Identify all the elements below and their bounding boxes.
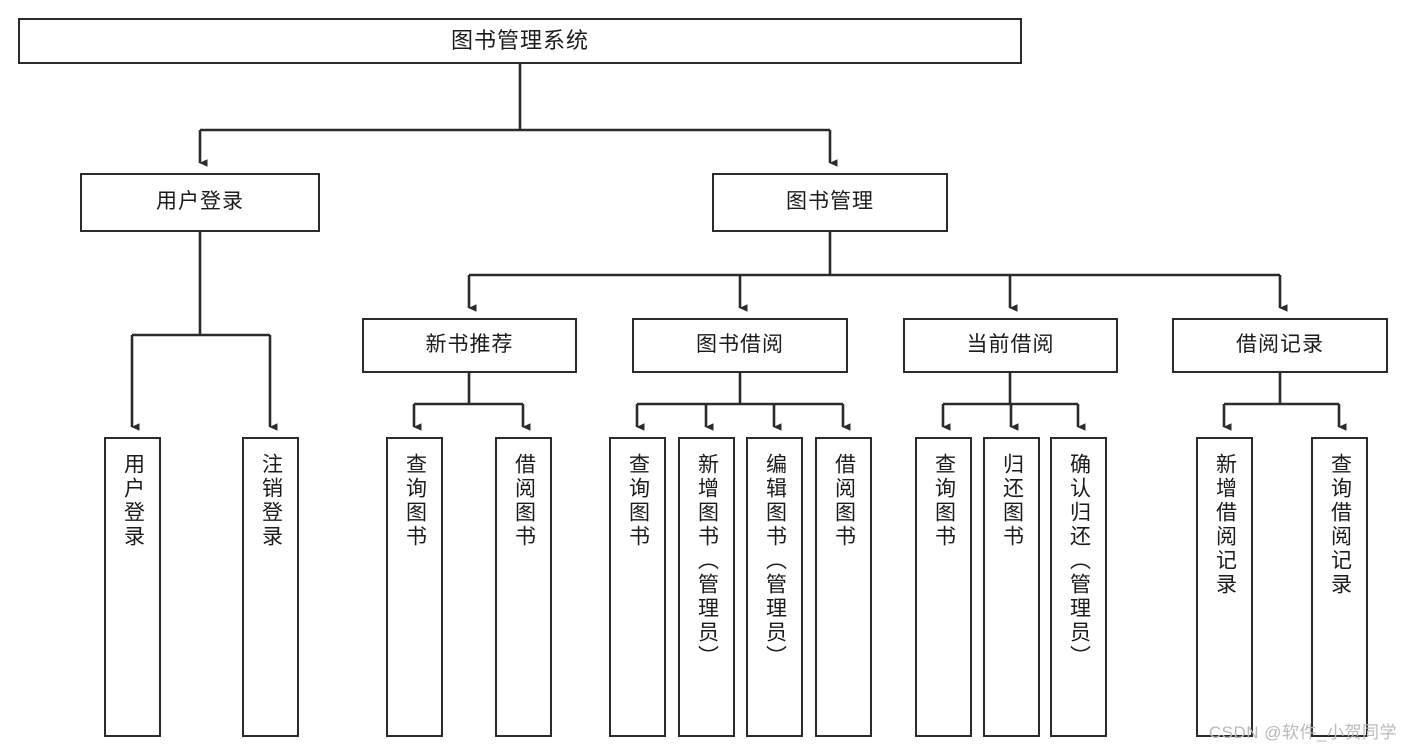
node-label: 借阅图书 <box>832 453 856 549</box>
node-label: 图书借阅 <box>696 333 784 357</box>
node-label: 编辑图书（管理员） <box>763 453 787 669</box>
node-label: 当前借阅 <box>966 333 1055 357</box>
leaf-add-borrow-record[interactable]: 新增借阅记录 <box>1196 437 1253 737</box>
csdn-watermark: CSDN @软件_小贺同学 <box>1208 723 1397 742</box>
node-label: 归还图书 <box>1000 453 1024 549</box>
node-label: 查询图书 <box>626 453 650 549</box>
node-label: 新增图书（管理员） <box>695 453 719 669</box>
leaf-logout-login[interactable]: 注销登录 <box>242 437 299 737</box>
node-current-borrow[interactable]: 当前借阅 <box>903 318 1118 373</box>
node-label: 用户登录 <box>121 453 145 549</box>
node-user-login[interactable]: 用户登录 <box>80 173 320 232</box>
node-new-book-recommend[interactable]: 新书推荐 <box>362 318 577 373</box>
leaf-borrow-book[interactable]: 借阅图书 <box>815 437 872 737</box>
node-label: 新书推荐 <box>425 333 514 357</box>
node-label: 用户登录 <box>156 190 244 214</box>
node-label: 图书管理系统 <box>450 28 589 54</box>
node-book-management[interactable]: 图书管理 <box>712 173 948 232</box>
node-book-borrow[interactable]: 图书借阅 <box>632 318 848 373</box>
leaf-add-book-admin[interactable]: 新增图书（管理员） <box>678 437 735 737</box>
node-label: 查询借阅记录 <box>1328 453 1352 597</box>
leaf-query-book-recommend[interactable]: 查询图书 <box>386 437 443 737</box>
leaf-query-book-borrow[interactable]: 查询图书 <box>609 437 666 737</box>
node-label: 注销登录 <box>259 453 283 549</box>
node-label: 借阅图书 <box>512 453 536 549</box>
leaf-edit-book-admin[interactable]: 编辑图书（管理员） <box>746 437 803 737</box>
leaf-user-login[interactable]: 用户登录 <box>104 437 161 737</box>
leaf-query-book-current[interactable]: 查询图书 <box>915 437 972 737</box>
leaf-query-borrow-record[interactable]: 查询借阅记录 <box>1311 437 1368 737</box>
node-label: 查询图书 <box>403 453 427 549</box>
leaf-return-book[interactable]: 归还图书 <box>983 437 1040 737</box>
node-label: 确认归还（管理员） <box>1067 453 1091 669</box>
leaf-confirm-return-admin[interactable]: 确认归还（管理员） <box>1050 437 1107 737</box>
node-label: 借阅记录 <box>1236 333 1324 357</box>
node-label: 查询图书 <box>932 453 956 549</box>
node-label: 图书管理 <box>786 190 874 214</box>
node-label: 新增借阅记录 <box>1213 453 1237 597</box>
leaf-borrow-book-recommend[interactable]: 借阅图书 <box>495 437 552 737</box>
node-book-management-system[interactable]: 图书管理系统 <box>18 18 1022 64</box>
node-borrow-record[interactable]: 借阅记录 <box>1172 318 1388 373</box>
